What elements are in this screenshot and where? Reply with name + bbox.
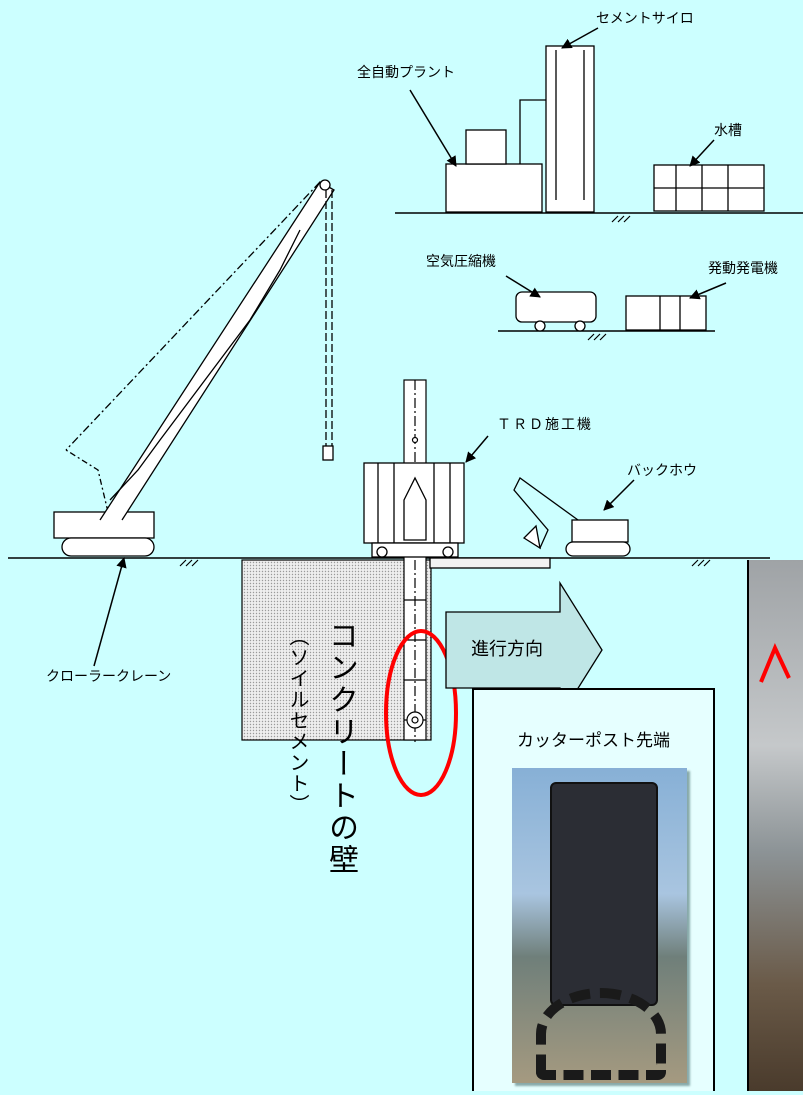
direction-arrow <box>445 580 603 720</box>
cutter-post-title: カッターポスト先端 <box>517 731 670 751</box>
site-photo <box>747 560 803 1091</box>
trd-machine-drawing <box>363 462 551 569</box>
cutter-post-box: カッターポスト先端 <box>472 688 715 1091</box>
label-trd-machine: ＴＲＤ施工機 <box>497 417 593 433</box>
leader-arrows <box>93 27 727 667</box>
label-air-compressor: 空気圧縮機 <box>426 254 496 270</box>
cutter-tip-highlight <box>384 629 458 797</box>
label-generator: 発動発電機 <box>708 261 778 277</box>
cutter-post-body <box>550 782 658 1006</box>
label-auto-plant: 全自動プラント <box>357 65 455 81</box>
plant-drawing <box>445 45 765 332</box>
backhoe-drawing <box>513 477 631 557</box>
cutter-post <box>403 379 427 742</box>
crawler-crane-drawing <box>53 179 335 557</box>
label-water-tank: 水槽 <box>714 123 742 139</box>
label-cement-silo: セメントサイロ <box>596 11 694 27</box>
label-crawler-crane: クローラークレーン <box>46 669 172 685</box>
cutter-post-teeth <box>536 988 666 1080</box>
cutter-post-photo <box>512 768 687 1083</box>
label-backhoe: バックホウ <box>627 463 697 479</box>
wall-title: コンクリートの壁 <box>323 620 358 876</box>
wall-subtitle: （ソイルセメント） <box>286 626 310 815</box>
direction-label: 進行方向 <box>471 639 543 660</box>
site-photo-marker <box>759 643 791 683</box>
ground-lines <box>8 212 803 567</box>
